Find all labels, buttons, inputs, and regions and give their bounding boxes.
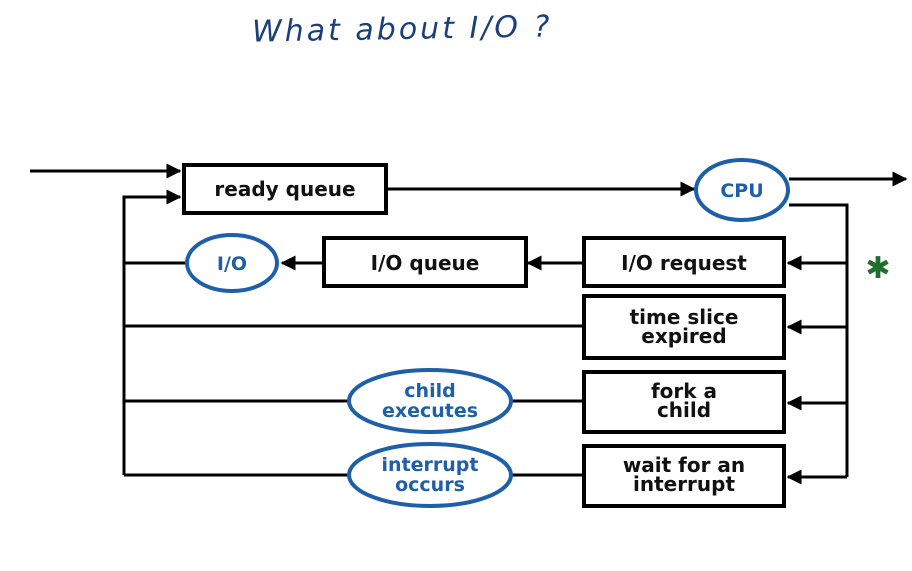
- interrupt-occurs-label-1: interrupt: [382, 454, 479, 476]
- wait-label-1: wait for an: [623, 453, 745, 477]
- interrupt-occurs-label-2: occurs: [395, 474, 465, 496]
- interrupt-occurs-oval: [347, 442, 513, 508]
- fork-label-1: fork a: [651, 379, 717, 403]
- io-request-label: I/O request: [621, 251, 747, 275]
- io-request-box: [582, 236, 786, 288]
- child-executes-oval: [347, 368, 513, 434]
- cpu-oval: [694, 158, 790, 222]
- ready-queue-box: [182, 163, 388, 215]
- star-annotation-icon: ✱: [865, 251, 890, 286]
- io-queue-label: I/O queue: [371, 251, 480, 275]
- io-queue-box: [322, 236, 528, 288]
- child-executes-label-1: child: [404, 380, 455, 402]
- cpu-label: CPU: [720, 180, 763, 202]
- wait-label-2: interrupt: [633, 472, 736, 496]
- fork-box: [582, 370, 786, 434]
- child-executes-label-2: executes: [382, 400, 478, 422]
- time-slice-box: [582, 294, 786, 360]
- time-slice-label-1: time slice: [630, 305, 739, 329]
- ready-queue-label: ready queue: [214, 177, 355, 201]
- fork-label-2: child: [657, 398, 711, 422]
- time-slice-label-2: expired: [641, 324, 726, 348]
- return-bus: [122, 189, 182, 475]
- io-oval: [185, 233, 279, 293]
- io-label: I/O: [217, 253, 247, 275]
- cpu-feedback-bus: [789, 203, 849, 477]
- wait-box: [582, 444, 786, 508]
